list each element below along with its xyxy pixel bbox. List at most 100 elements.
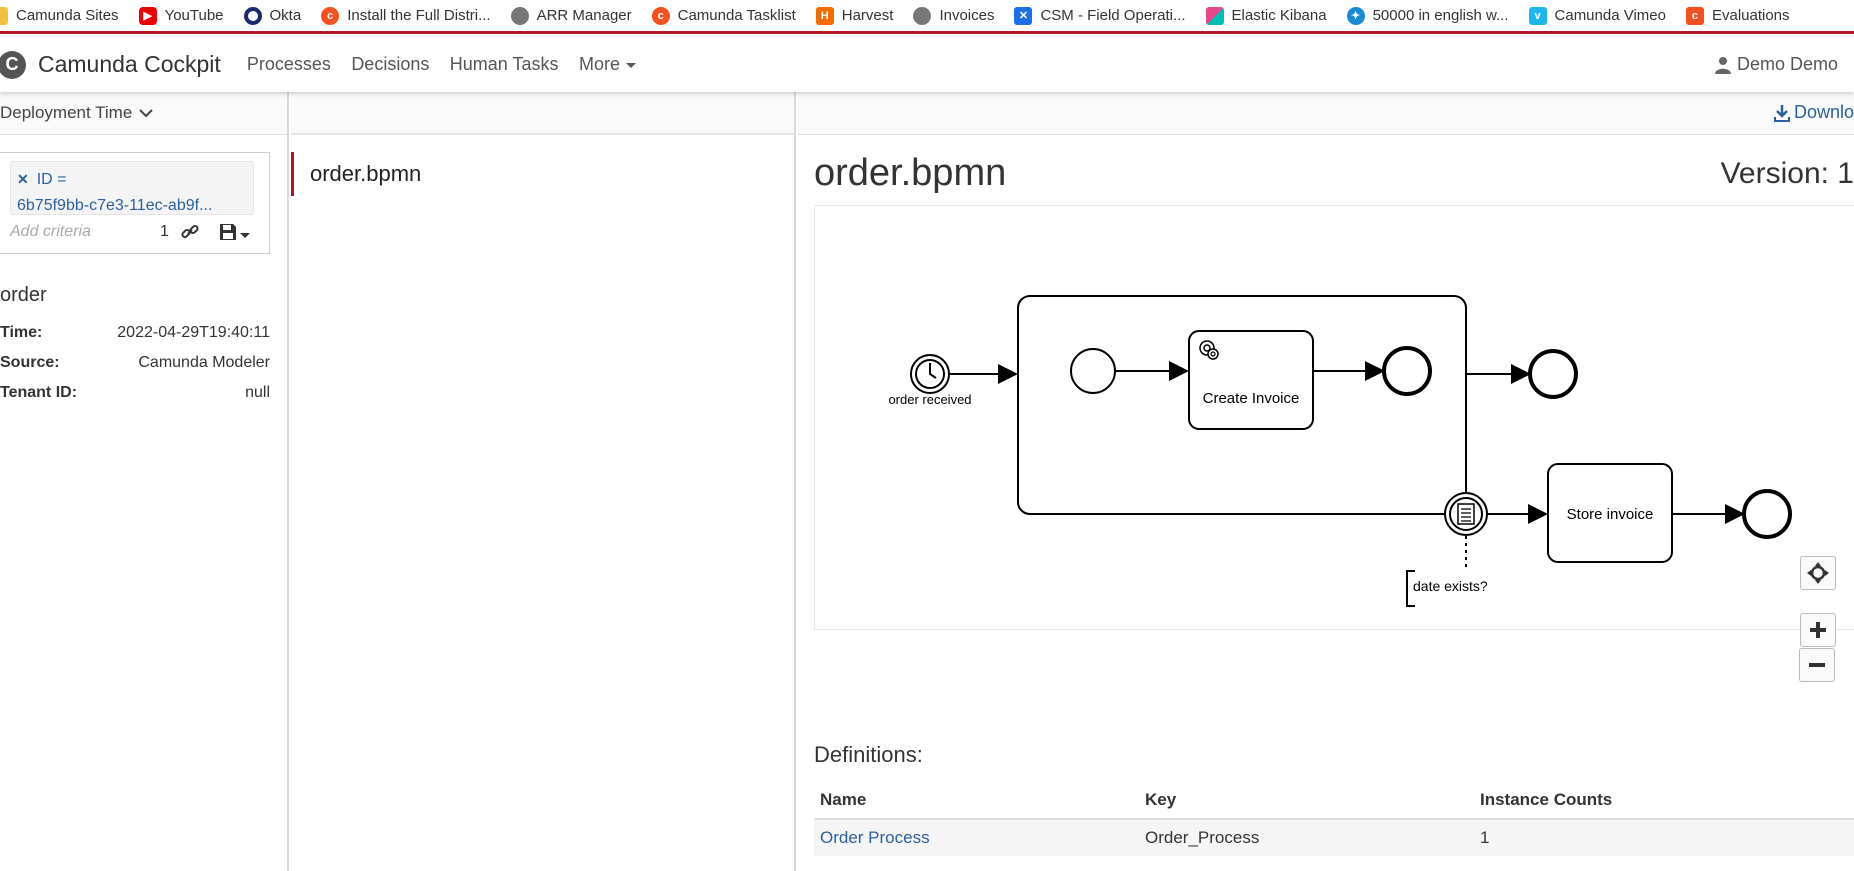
task-create-invoice[interactable] bbox=[1188, 330, 1314, 430]
source-value: Camunda Modeler bbox=[138, 354, 270, 371]
remove-filter-icon[interactable]: ✕ bbox=[17, 171, 29, 187]
resource-item-order-bpmn[interactable]: order.bpmn bbox=[291, 152, 794, 196]
download-icon bbox=[1773, 104, 1790, 122]
folder-icon bbox=[0, 6, 8, 25]
nav-human-tasks[interactable]: Human Tasks bbox=[449, 54, 559, 74]
chevron-down-icon bbox=[139, 109, 153, 118]
column-name-header: Name bbox=[814, 782, 1139, 820]
harvest-icon: H bbox=[815, 6, 834, 25]
tenant-key: Tenant ID: bbox=[0, 384, 78, 401]
resources-header bbox=[291, 92, 794, 135]
okta-icon bbox=[243, 6, 262, 25]
task-create-invoice-label: Create Invoice bbox=[1203, 390, 1300, 407]
bookmark-evaluations[interactable]: c Evaluations bbox=[1685, 6, 1790, 25]
definition-link[interactable]: Order Process bbox=[820, 828, 930, 847]
task-store-invoice-label: Store invoice bbox=[1567, 506, 1654, 523]
definition-count-cell: 1 bbox=[1474, 818, 1854, 856]
caret-down-icon bbox=[625, 62, 636, 68]
filter-tag-value[interactable]: 6b75f9bb-c7e3-11ec-ab9f... bbox=[17, 197, 213, 214]
filter-tag[interactable]: ✕ ID = 6b75f9bb-c7e3-11ec-ab9f... bbox=[10, 161, 254, 215]
end-event-1[interactable] bbox=[1528, 349, 1578, 399]
zoom-in-button[interactable] bbox=[1800, 613, 1836, 647]
minus-icon bbox=[1809, 663, 1825, 667]
resource-title: order.bpmn bbox=[814, 152, 1007, 194]
download-label: Downlo bbox=[1793, 102, 1854, 122]
save-icon[interactable] bbox=[219, 223, 237, 241]
definition-name-cell: Order Process bbox=[814, 818, 1139, 856]
camunda-icon: c bbox=[651, 6, 670, 25]
kibana-icon bbox=[1205, 6, 1224, 25]
filter-tools: 1 bbox=[160, 223, 250, 241]
sort-label: Deployment Time bbox=[0, 103, 133, 122]
text-annotation-bracket bbox=[1406, 570, 1415, 607]
filter-tag-key[interactable]: ID = bbox=[36, 171, 67, 188]
bookmark-camunda-sites[interactable]: Camunda Sites bbox=[0, 6, 119, 25]
bpmn-canvas[interactable]: order received Create Invoice bbox=[815, 206, 1854, 631]
main-nav: Processes Decisions Human Tasks More bbox=[247, 54, 652, 75]
gear-icon bbox=[1199, 340, 1219, 360]
zoom-out-button[interactable] bbox=[1799, 648, 1835, 682]
link-icon[interactable] bbox=[181, 223, 199, 241]
user-menu[interactable]: Demo Demo bbox=[1714, 54, 1838, 75]
bookmark-camunda-tasklist[interactable]: c Camunda Tasklist bbox=[651, 6, 796, 25]
nav-more-label: More bbox=[578, 54, 620, 74]
app-header: C Camunda Cockpit Processes Decisions Hu… bbox=[0, 37, 1854, 92]
resource-detail-panel: Downlo order.bpmn Version: 1 order recei… bbox=[798, 92, 1854, 871]
youtube-icon: ▶ bbox=[138, 6, 157, 25]
source-key: Source: bbox=[0, 354, 60, 371]
sort-control[interactable]: Deployment Time bbox=[0, 92, 287, 135]
user-icon bbox=[1714, 56, 1731, 74]
download-button[interactable]: Downlo bbox=[1773, 102, 1854, 123]
globe-icon bbox=[913, 6, 932, 25]
text-annotation-label: date exists? bbox=[1413, 578, 1488, 594]
bookmark-arr-manager[interactable]: ARR Manager bbox=[510, 6, 632, 25]
vimeo-icon: v bbox=[1528, 6, 1547, 25]
deployment-time-row: Time: 2022-04-29T19:40:11 bbox=[0, 324, 270, 342]
resource-version: Version: 1 bbox=[1720, 157, 1854, 190]
confluence-icon: ✕ bbox=[1014, 6, 1033, 25]
bookmark-install-distribution[interactable]: c Install the Full Distri... bbox=[321, 6, 491, 25]
caret-down-icon[interactable] bbox=[239, 232, 250, 238]
nav-decisions[interactable]: Decisions bbox=[351, 54, 430, 74]
bookmark-camunda-vimeo[interactable]: v Camunda Vimeo bbox=[1528, 6, 1666, 25]
bookmark-okta[interactable]: Okta bbox=[243, 6, 301, 25]
definitions-table: Name Key Instance Counts Order Process O… bbox=[814, 782, 1854, 856]
camunda-logo-icon[interactable]: C bbox=[0, 50, 26, 79]
camunda-icon: c bbox=[321, 6, 340, 25]
bookmark-csm-field-operations[interactable]: ✕ CSM - Field Operati... bbox=[1014, 6, 1186, 25]
timer-start-event[interactable] bbox=[910, 354, 950, 394]
user-name: Demo Demo bbox=[1736, 54, 1838, 74]
plus-icon bbox=[1810, 622, 1826, 638]
sub-start-event[interactable] bbox=[1070, 348, 1116, 394]
table-row: Order Process Order_Process 1 bbox=[814, 818, 1854, 856]
add-criteria-input[interactable]: Add criteria bbox=[10, 223, 91, 240]
deployments-panel: Deployment Time ✕ ID = 6b75f9bb-c7e3-11ec… bbox=[0, 92, 289, 871]
end-event-2[interactable] bbox=[1742, 489, 1792, 539]
crosshair-icon bbox=[1807, 562, 1829, 584]
bookmark-invoices[interactable]: Invoices bbox=[913, 6, 994, 25]
nav-processes[interactable]: Processes bbox=[246, 54, 331, 74]
bpmn-diagram[interactable]: order received Create Invoice bbox=[814, 205, 1854, 647]
column-key-header: Key bbox=[1139, 782, 1474, 820]
conditional-boundary-event[interactable] bbox=[1444, 492, 1488, 536]
definition-key-cell: Order_Process bbox=[1139, 818, 1474, 856]
bookmark-50000-in-english[interactable]: ✦ 50000 in english w... bbox=[1346, 6, 1509, 25]
sub-end-event[interactable] bbox=[1382, 346, 1432, 396]
bookmark-harvest[interactable]: H Harvest bbox=[815, 6, 893, 25]
time-value: 2022-04-29T19:40:11 bbox=[117, 324, 270, 341]
app-brand[interactable]: Camunda Cockpit bbox=[38, 51, 221, 77]
gear-badge-icon: ✦ bbox=[1346, 6, 1365, 25]
deployment-tenant-row: Tenant ID: null bbox=[0, 384, 270, 402]
globe-icon bbox=[510, 6, 529, 25]
camunda-icon: c bbox=[1685, 6, 1704, 25]
search-filter-box: ✕ ID = 6b75f9bb-c7e3-11ec-ab9f... Add cri… bbox=[0, 152, 270, 254]
column-instance-count-header: Instance Counts bbox=[1474, 782, 1854, 820]
time-key: Time: bbox=[0, 324, 43, 341]
start-event-label: order received bbox=[888, 392, 971, 407]
result-count: 1 bbox=[160, 223, 169, 240]
bookmark-elastic-kibana[interactable]: Elastic Kibana bbox=[1205, 6, 1327, 25]
bookmark-youtube[interactable]: ▶ YouTube bbox=[138, 6, 224, 25]
reset-zoom-button[interactable] bbox=[1800, 556, 1836, 590]
table-header-row: Name Key Instance Counts bbox=[814, 782, 1854, 820]
nav-more-dropdown[interactable]: More bbox=[579, 54, 636, 74]
